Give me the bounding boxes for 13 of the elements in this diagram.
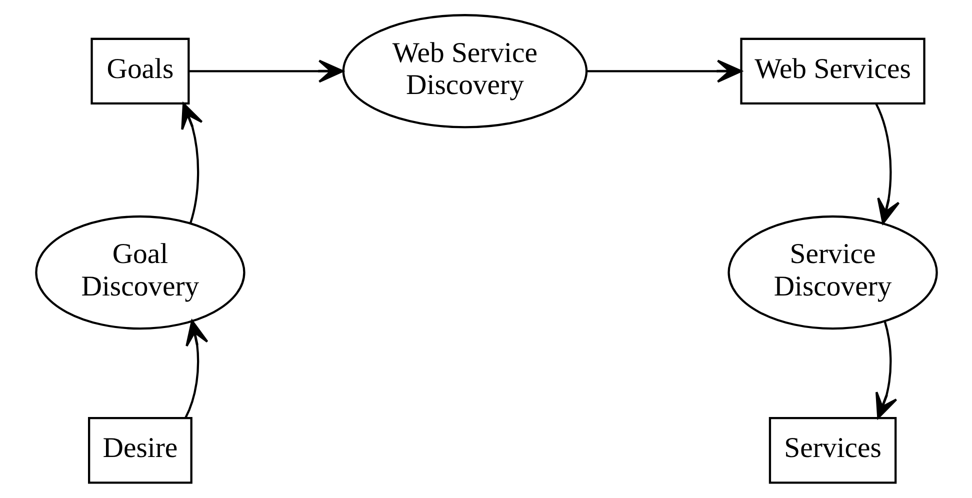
node-ellipse: Service Discovery: [727, 215, 938, 330]
arrow: [180, 102, 202, 224]
arrow: [184, 320, 208, 418]
node-box: Web Services: [740, 38, 925, 105]
arrow: [875, 320, 897, 419]
arrow: [188, 60, 344, 83]
node-ellipse: Web Service Discovery: [342, 14, 588, 128]
node-ellipse: Goal Discovery: [34, 215, 245, 330]
node-box: Services: [768, 416, 896, 484]
arrow: [874, 103, 900, 224]
node-box: Goals: [90, 38, 190, 105]
arrow: [586, 60, 742, 83]
node-box: Desire: [88, 416, 192, 484]
